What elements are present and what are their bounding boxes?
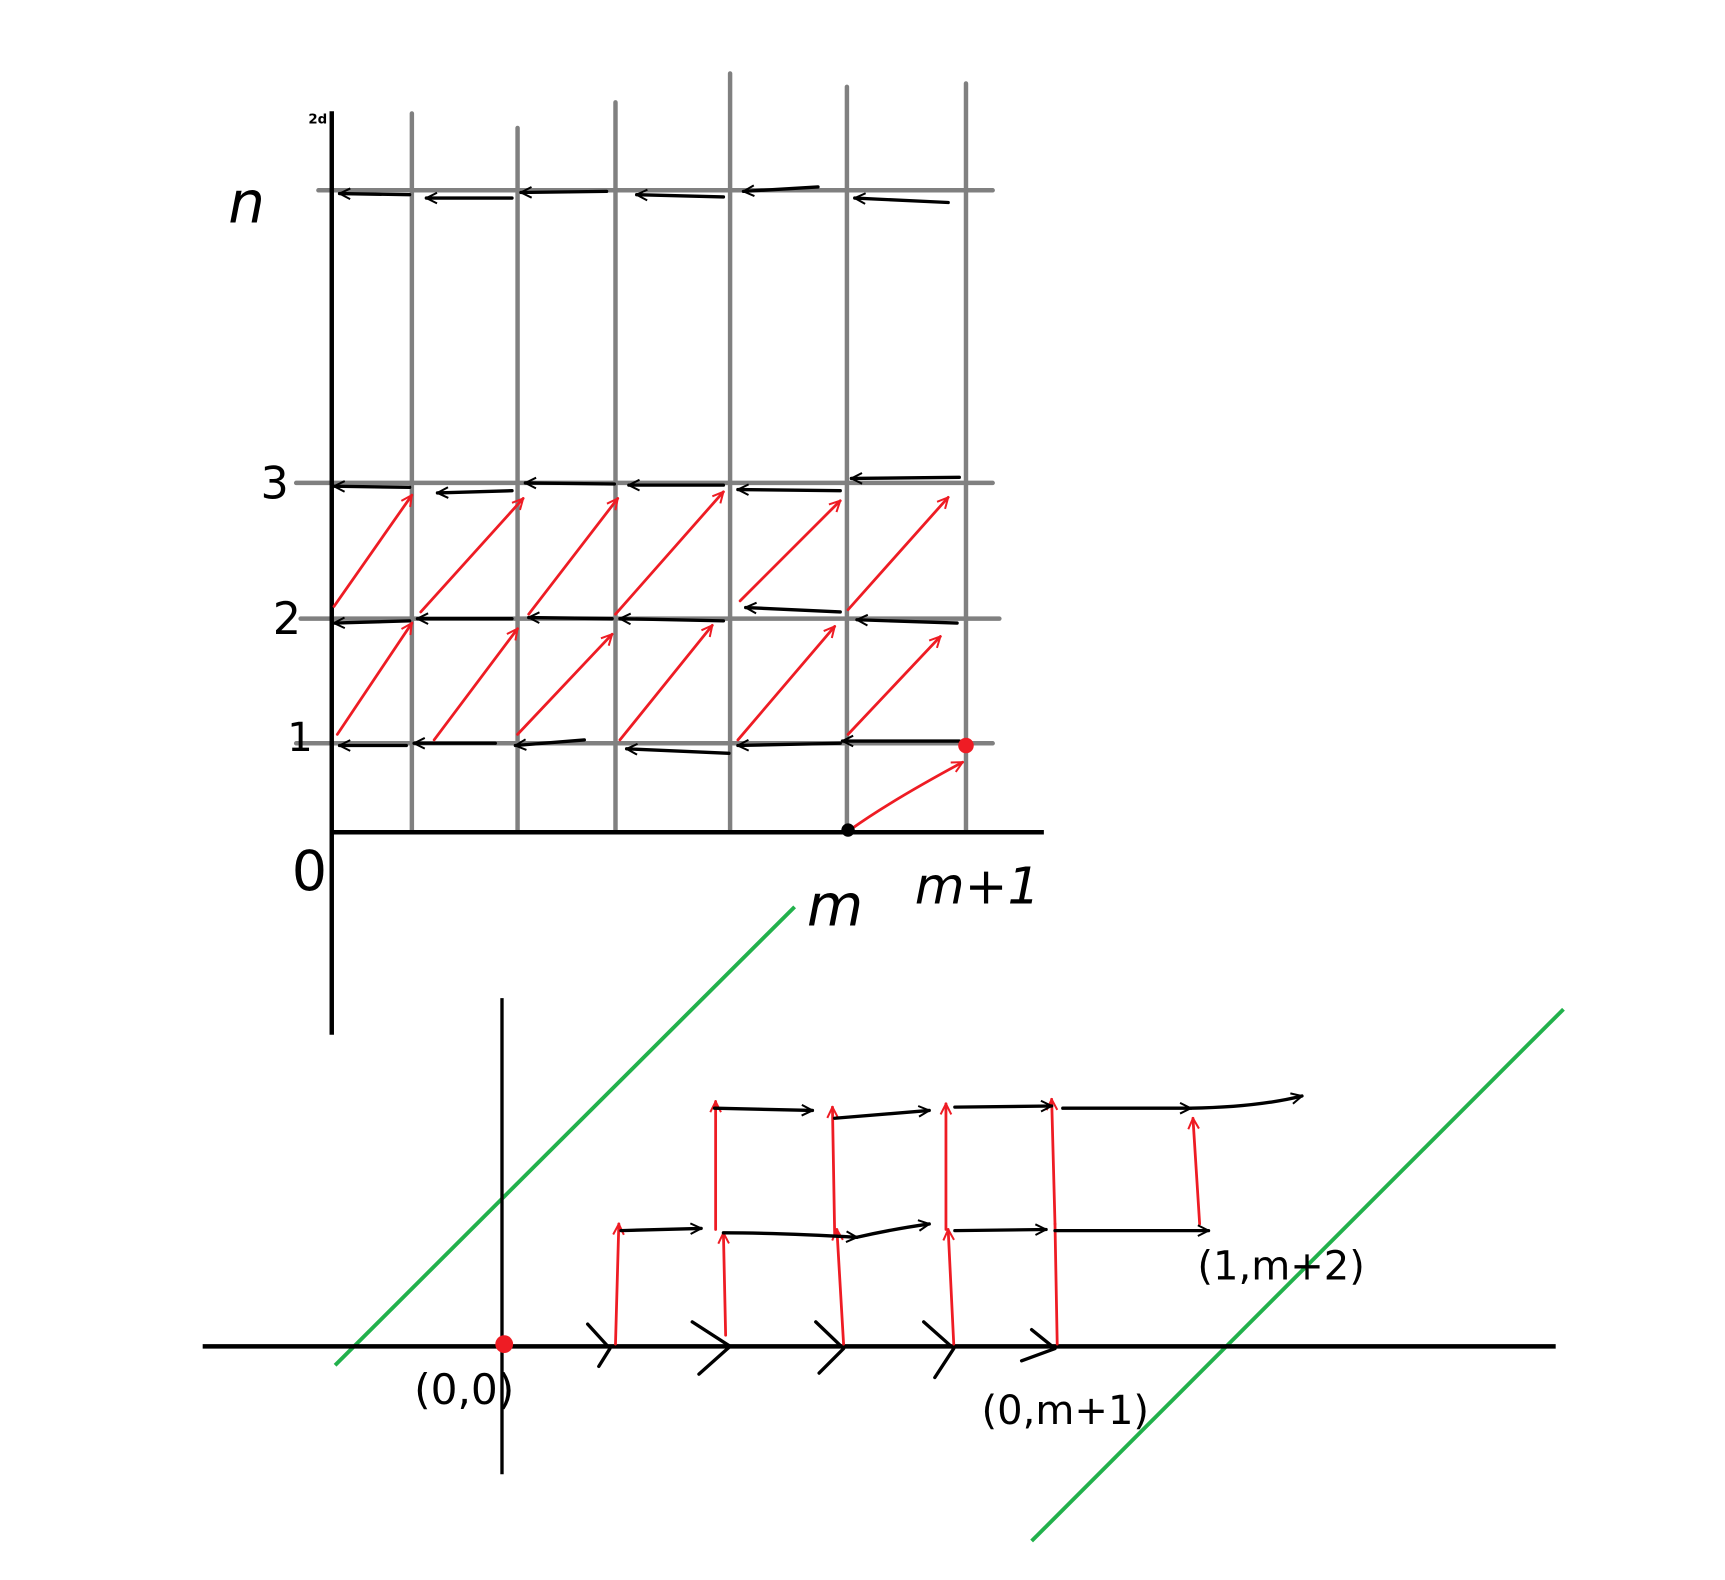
axis-tick-arrows	[586, 1320, 1057, 1380]
label-origin: (0,0)	[414, 1365, 514, 1414]
y-label-2: 2	[273, 594, 301, 645]
y-label-3: 3	[261, 458, 289, 509]
boundary-line-left	[333, 905, 797, 1367]
y-label-1: 1	[287, 715, 312, 761]
grid-vertical-lines	[409, 71, 969, 835]
right-arrows	[619, 1096, 1302, 1237]
grid-horizontal-lines	[293, 188, 1002, 746]
start-point-black	[841, 823, 855, 837]
label-1-m-plus-2: (1,m+2)	[1197, 1244, 1365, 1290]
origin-point-red	[495, 1335, 514, 1354]
x-label-m-plus-1: m+1	[915, 856, 1040, 916]
label-0-m-plus-1: (0,m+1)	[982, 1388, 1150, 1434]
y-label-0: 0	[292, 839, 327, 904]
y-label-n: n	[228, 169, 265, 237]
left-arrows	[332, 187, 961, 753]
top-grid-diagram: 2d n 3 2 1 0 m m+1	[228, 71, 1044, 1035]
corner-label: 2d	[308, 113, 327, 128]
boundary-line-right	[1030, 1007, 1565, 1543]
red-vertical-arrows	[615, 1099, 1202, 1346]
bottom-path-diagram: (0,0) (0,m+1) (1,m+2)	[202, 905, 1565, 1543]
x-label-m: m	[807, 872, 863, 940]
red-diagonal-arrows	[332, 492, 963, 831]
end-point-red	[958, 737, 974, 754]
